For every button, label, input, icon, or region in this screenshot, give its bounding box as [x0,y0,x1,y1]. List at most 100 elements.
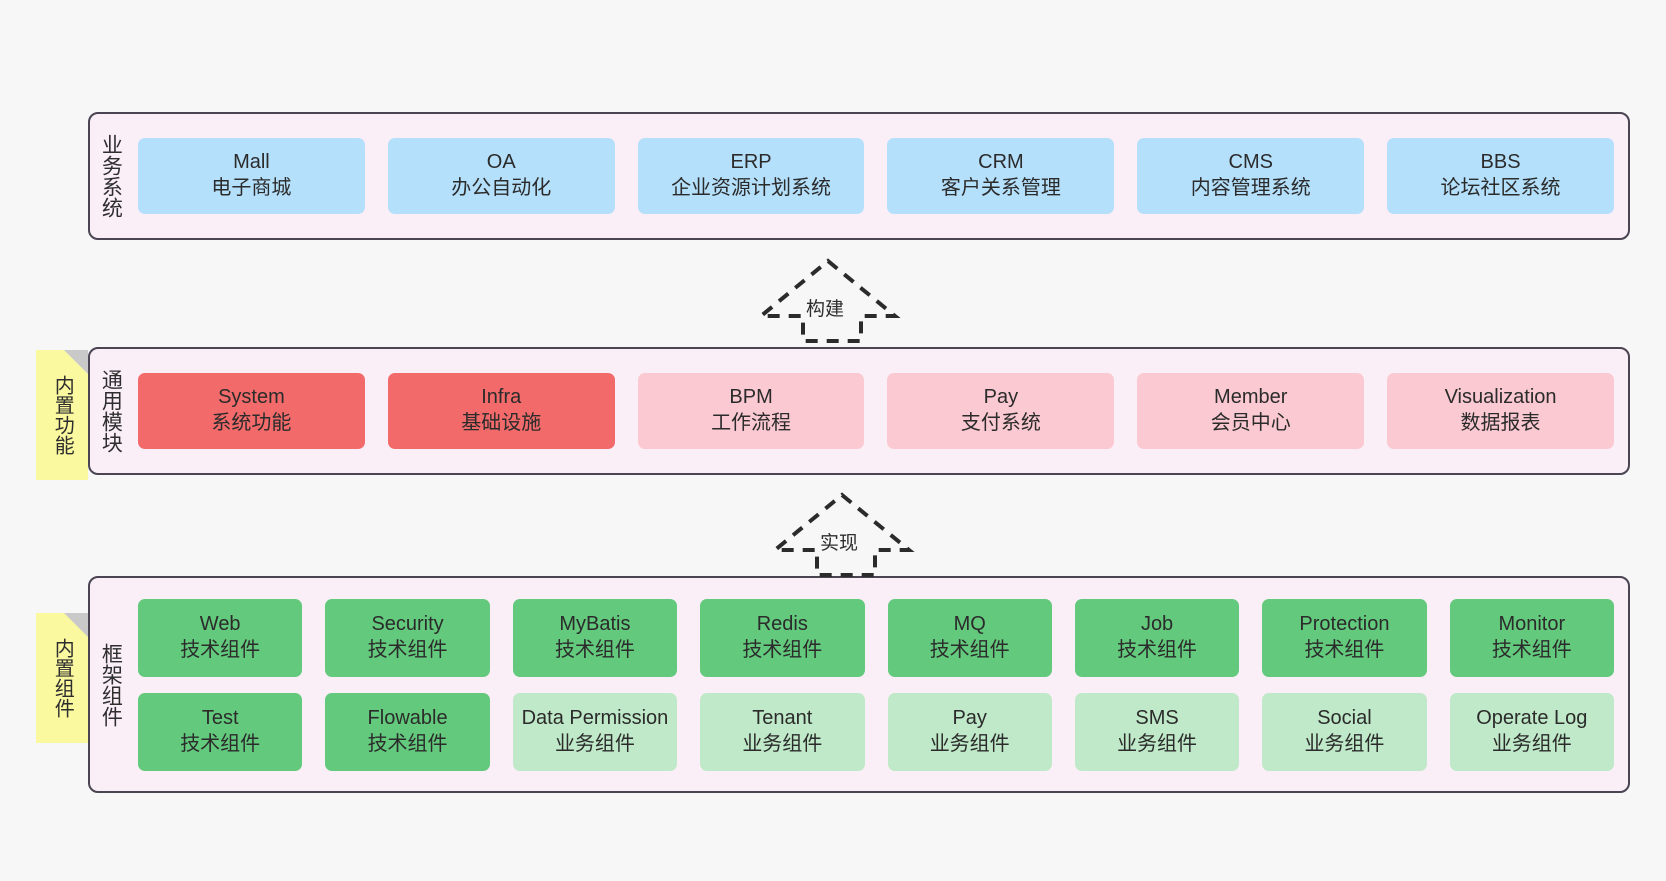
node-tenant[interactable]: Tenant 业务组件 [700,692,865,771]
node-subtitle: 业务组件 [1491,732,1572,755]
dashed-open-arrow-icon [769,492,915,577]
node-redis[interactable]: Redis 技术组件 [700,598,865,677]
node-title: Infra [481,386,522,409]
node-data-permission[interactable]: Data Permission 业务组件 [512,692,678,771]
node-test[interactable]: Test 技术组件 [138,692,303,771]
node-subtitle: 工作流程 [711,412,792,434]
node-subtitle: 会员中心 [1210,412,1291,434]
node-member[interactable]: Member 会员中心 [1137,373,1365,449]
layer-title-business-systems: 业务系统 [99,134,123,218]
connector-implement-label: 实现 [820,533,859,554]
node-security[interactable]: Security 技术组件 [325,598,490,677]
layer-title-framework-components: 框架组件 [99,642,123,727]
node-row: Test 技术组件 Flowable 技术组件 Data Permission … [138,692,1614,771]
node-bbs[interactable]: BBS 论坛社区系统 [1387,138,1614,214]
node-title: OA [486,151,516,174]
node-title: Test [201,706,239,729]
note-fold-icon [64,350,88,374]
note-fold-icon [64,613,88,637]
node-pay-business[interactable]: Pay 业务组件 [887,692,1052,771]
layer-title-common-modules: 通用模块 [99,369,123,453]
node-row: Mall 电子商城 OA 办公自动化 ERP 企业资源计划系统 CRM 客户关系… [138,138,1614,214]
node-subtitle: 业务组件 [554,732,635,755]
node-sms[interactable]: SMS 业务组件 [1074,692,1240,771]
node-job[interactable]: Job 技术组件 [1074,598,1240,677]
node-title: System [218,386,285,409]
node-title: ERP [730,151,772,174]
node-subtitle: 电子商城 [211,177,292,199]
node-title: CMS [1228,151,1273,174]
node-flowable[interactable]: Flowable 技术组件 [325,692,490,771]
node-title: BPM [729,386,773,409]
node-subtitle: 技术组件 [367,638,448,661]
node-subtitle: 系统功能 [211,412,292,434]
node-subtitle: 业务组件 [929,732,1010,755]
node-title: MyBatis [559,612,631,635]
note-label: 内置功能 [51,375,74,455]
node-web[interactable]: Web 技术组件 [138,598,303,677]
node-cms[interactable]: CMS 内容管理系统 [1137,138,1365,214]
node-title: CRM [978,151,1024,174]
note-label: 内置组件 [51,638,74,718]
node-row: System 系统功能 Infra 基础设施 BPM 工作流程 Pay 支付系统… [138,373,1614,449]
node-subtitle: 技术组件 [742,638,823,661]
node-title: Redis [756,612,808,635]
node-title: BBS [1480,151,1521,174]
node-mall[interactable]: Mall 电子商城 [138,138,365,214]
node-subtitle: 数据报表 [1460,412,1541,434]
node-erp[interactable]: ERP 企业资源计划系统 [637,138,865,214]
node-system[interactable]: System 系统功能 [138,373,365,449]
node-title: MQ [953,612,986,635]
node-crm[interactable]: CRM 客户关系管理 [887,138,1115,214]
node-visualization[interactable]: Visualization 数据报表 [1387,373,1614,449]
node-title: Member [1214,386,1288,409]
node-operate-log[interactable]: Operate Log 业务组件 [1449,692,1614,771]
layer-business-systems[interactable]: 业务系统 Mall 电子商城 OA 办公自动化 ERP 企业资源计划系统 CRM… [88,112,1630,240]
layer-body-common-modules: System 系统功能 Infra 基础设施 BPM 工作流程 Pay 支付系统… [130,349,1628,473]
node-row: Web 技术组件 Security 技术组件 MyBatis 技术组件 Redi… [138,598,1614,677]
node-title: Pay [952,706,987,729]
node-title: Protection [1299,612,1390,635]
node-title: Operate Log [1476,706,1588,729]
node-oa[interactable]: OA 办公自动化 [387,138,615,214]
connector-build-label: 构建 [806,299,845,320]
node-title: Mall [233,151,270,174]
node-subtitle: 基础设施 [461,412,542,434]
layer-framework-components[interactable]: 框架组件 Web 技术组件 Security 技术组件 MyBatis 技术组件… [88,576,1630,793]
node-social[interactable]: Social 业务组件 [1262,692,1427,771]
note-builtin-features[interactable]: 内置功能 [36,350,88,480]
node-title: Data Permission [521,706,669,729]
node-mq[interactable]: MQ 技术组件 [887,598,1052,677]
node-bpm[interactable]: BPM 工作流程 [637,373,865,449]
connector-build: 构建 [755,258,901,344]
node-title: Social [1317,706,1372,729]
node-title: Web [199,612,241,635]
node-subtitle: 论坛社区系统 [1440,177,1561,199]
node-monitor[interactable]: Monitor 技术组件 [1449,598,1614,677]
node-subtitle: 技术组件 [554,638,635,661]
node-title: Tenant [752,706,813,729]
node-infra[interactable]: Infra 基础设施 [387,373,615,449]
node-subtitle: 技术组件 [1304,638,1385,661]
node-subtitle: 业务组件 [1117,732,1198,755]
node-title: Flowable [367,706,448,729]
node-subtitle: 企业资源计划系统 [671,177,832,199]
node-title: Monitor [1498,612,1566,635]
dashed-open-arrow-icon [755,258,901,343]
layer-common-modules[interactable]: 通用模块 System 系统功能 Infra 基础设施 BPM 工作流程 Pay… [88,347,1630,475]
node-pay[interactable]: Pay 支付系统 [887,373,1115,449]
node-subtitle: 办公自动化 [451,177,552,199]
layer-body-business-systems: Mall 电子商城 OA 办公自动化 ERP 企业资源计划系统 CRM 客户关系… [130,114,1628,238]
layer-body-framework-components: Web 技术组件 Security 技术组件 MyBatis 技术组件 Redi… [130,578,1628,791]
node-subtitle: 技术组件 [929,638,1010,661]
node-subtitle: 技术组件 [1117,638,1198,661]
connector-implement: 实现 [769,492,915,578]
node-subtitle: 业务组件 [742,732,823,755]
note-builtin-components[interactable]: 内置组件 [36,613,88,743]
node-subtitle: 内容管理系统 [1190,177,1311,199]
node-subtitle: 技术组件 [180,638,261,661]
node-subtitle: 技术组件 [367,732,448,755]
node-protection[interactable]: Protection 技术组件 [1262,598,1427,677]
node-mybatis[interactable]: MyBatis 技术组件 [512,598,678,677]
